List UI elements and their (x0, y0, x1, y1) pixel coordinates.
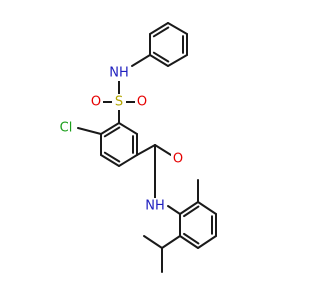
bond-line-25 (197, 235, 217, 249)
sulfonyl-oxygen-right-label: O (137, 95, 147, 110)
bond-line-21 (167, 205, 181, 215)
bond-line-11 (118, 122, 138, 135)
bond-line-22 (179, 201, 199, 215)
bond-line-23 (197, 201, 217, 215)
bond-line-14 (100, 154, 120, 167)
bond-line-16 (100, 122, 120, 135)
amide-nh-label: NH (145, 199, 165, 214)
bond-line-2 (149, 22, 169, 35)
bond-line-6 (149, 54, 169, 67)
bond-line-0 (131, 54, 151, 67)
sulfur-label: S (115, 95, 123, 110)
bond-line-3 (167, 22, 188, 35)
bond-line-13 (118, 154, 138, 167)
bond-line-19 (154, 144, 172, 156)
amide-oxygen-label: O (173, 152, 183, 167)
double-bond-line-5 (103, 126, 121, 138)
bond-line-26 (179, 235, 199, 249)
bond-line-29 (161, 235, 181, 249)
double-bond-line-0 (152, 26, 170, 38)
double-bond-line-4 (103, 151, 121, 163)
double-bond-line-8 (183, 232, 200, 245)
atom-label-layer: NH O S O Cl O NH (57, 65, 185, 214)
bond-line-31 (143, 235, 163, 249)
bond-line-5 (167, 54, 188, 67)
bond-layer (77, 22, 217, 273)
sulfonyl-oxygen-left-label: O (91, 95, 101, 110)
bond-line-18 (136, 144, 156, 156)
molecule-structure: NH O S O Cl O NH (57, 22, 217, 273)
double-bond-line-2 (152, 51, 170, 63)
chlorine-label: Cl (60, 121, 73, 136)
bond-line-17 (77, 127, 102, 135)
double-bond-line-6 (183, 205, 200, 218)
sulfonamide-nh-label: NH (109, 66, 129, 81)
